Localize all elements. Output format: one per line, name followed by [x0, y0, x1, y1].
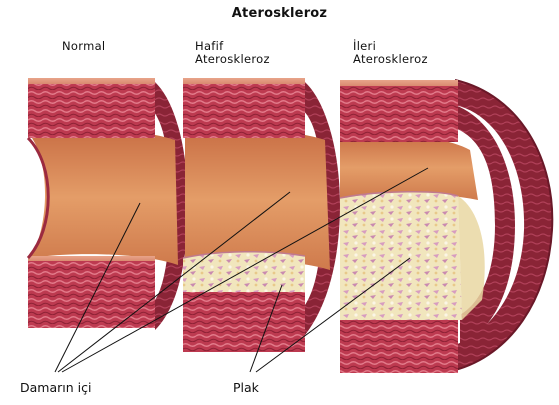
- stage-label-line2: Ateroskleroz: [195, 53, 270, 66]
- stage-label-line1: Normal: [62, 40, 105, 53]
- stage-label-advanced: İleri Ateroskleroz: [353, 40, 428, 66]
- plaque-advanced: [340, 192, 462, 320]
- plaque-mild: [183, 252, 305, 292]
- segment-normal: [28, 78, 188, 330]
- segment-mild: [183, 78, 340, 352]
- stage-label-line2: Ateroskleroz: [353, 53, 428, 66]
- stage-label-normal: Normal: [62, 40, 105, 53]
- plaque-label: Plak: [233, 380, 259, 395]
- lumen-label: Damarın içi: [20, 380, 91, 395]
- stage-label-mild: Hafif Ateroskleroz: [195, 40, 270, 66]
- diagram-title: Ateroskleroz: [0, 6, 559, 21]
